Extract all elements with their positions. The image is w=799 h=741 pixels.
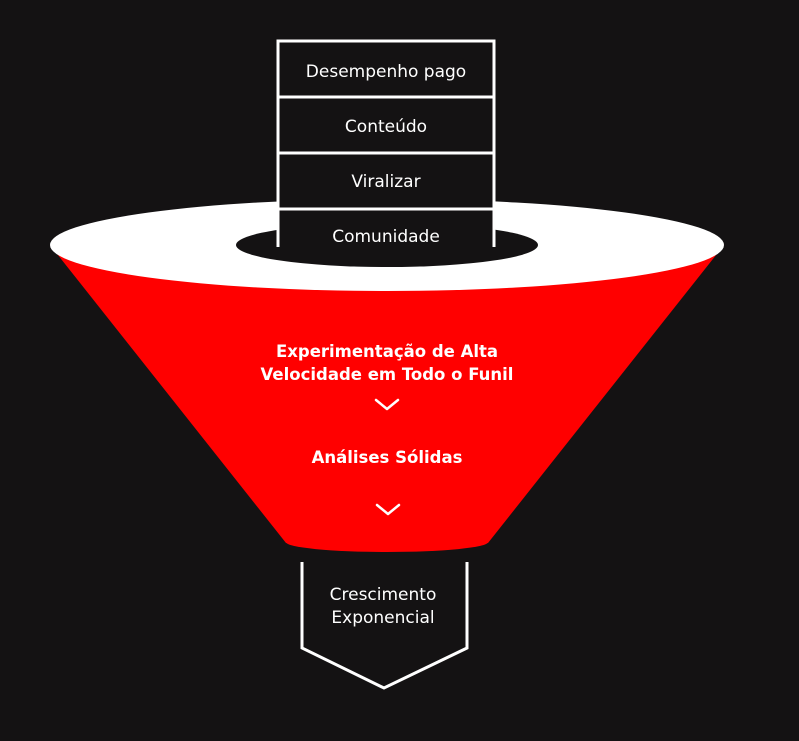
funnel-stage-experimentation-line2: Velocidade em Todo o Funil (260, 365, 514, 384)
stack-box-4 (276, 207, 496, 247)
stack-label-viral: Viralizar (351, 172, 421, 192)
stack-label-content: Conteúdo (344, 117, 428, 137)
funnel-stage-experimentation: Experimentação de Alta Velocidade em Tod… (237, 340, 537, 386)
stack-box-3 (276, 151, 496, 211)
stack-box-2 (276, 95, 496, 155)
stack-label-paid-performance: Desempenho pago (305, 62, 467, 82)
output-label-line2: Exponencial (331, 608, 435, 628)
funnel-body (50, 245, 724, 551)
funnel-stage-experimentation-line1: Experimentação de Alta (275, 342, 499, 361)
stack-label-community: Comunidade (332, 227, 440, 247)
output-label-line1: Crescimento (329, 585, 437, 605)
output-label: Crescimento Exponencial (300, 584, 466, 630)
stack-box-4-fill (279, 210, 493, 248)
funnel-stage-analytics: Análises Sólidas (311, 448, 463, 467)
stack-boxes (276, 39, 496, 247)
funnel-bottom-edge (286, 532, 488, 552)
chevron-down-icon (374, 398, 400, 411)
output-arrow-shape (300, 562, 469, 690)
chevron-down-icon (375, 503, 401, 516)
